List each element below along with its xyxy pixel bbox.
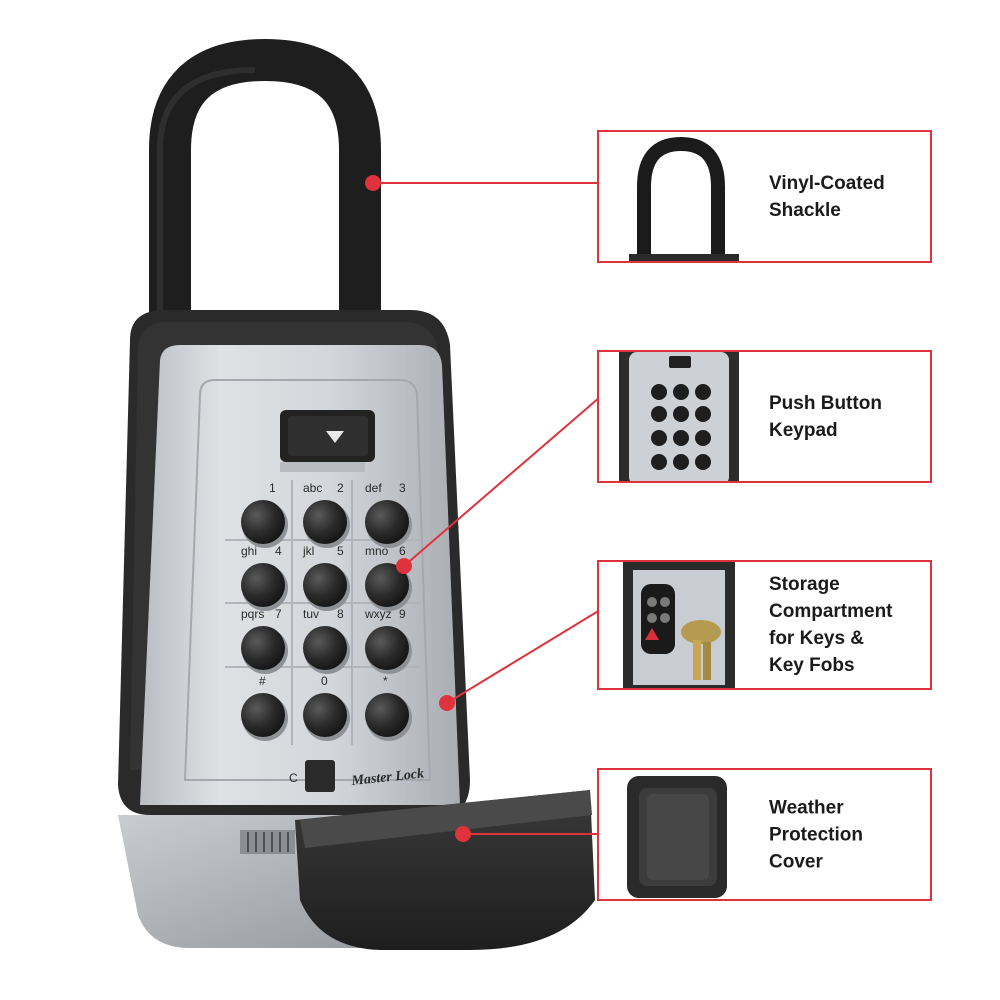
callout-cover-label: Weather Protection Cover xyxy=(769,797,863,872)
clear-button xyxy=(305,760,335,792)
arrow-down-icon xyxy=(326,431,344,443)
key-digit: # xyxy=(259,674,266,688)
keypad-key: abc 2 xyxy=(303,481,350,548)
key-digit: 9 xyxy=(399,607,406,621)
key-digit: 3 xyxy=(399,481,406,495)
key-letters: mno xyxy=(365,544,389,558)
callout-shackle: Vinyl-Coated Shackle xyxy=(597,130,932,263)
keypad-icon xyxy=(619,352,739,481)
callout-shackle-label: Vinyl-Coated Shackle xyxy=(769,172,885,221)
key-letters: abc xyxy=(303,481,322,495)
callout-cover: Weather Protection Cover xyxy=(597,768,932,901)
key-letters: wxyz xyxy=(364,607,392,621)
shackle-icon xyxy=(619,132,739,261)
key-digit: 5 xyxy=(337,544,344,558)
callout-storage: Storage Compartment for Keys & Key Fobs xyxy=(597,560,932,690)
clear-label: C xyxy=(289,771,298,785)
key-button xyxy=(365,626,409,670)
keypad-key: 0 xyxy=(303,674,350,741)
shackle-marker xyxy=(365,175,381,191)
key-button xyxy=(303,500,347,544)
callout-storage-label: Storage Compartment for Keys & Key Fobs xyxy=(769,574,893,676)
storage-compartment-icon xyxy=(619,562,739,688)
keypad-key: wxyz 9 xyxy=(364,607,412,674)
key-digit: 7 xyxy=(275,607,282,621)
shackle xyxy=(149,38,381,330)
weather-cover-icon xyxy=(619,770,739,899)
key-button xyxy=(303,563,347,607)
key-letters: jkl xyxy=(302,544,314,558)
key-digit: 6 xyxy=(399,544,406,558)
key-button xyxy=(241,500,285,544)
keypad-key: jkl 5 xyxy=(302,544,350,611)
key-letters: ghi xyxy=(241,544,257,558)
key-button xyxy=(303,693,347,737)
key-button xyxy=(365,563,409,607)
key-digit: 4 xyxy=(275,544,282,558)
key-letters: pqrs xyxy=(241,607,264,621)
key-letters: tuv xyxy=(303,607,319,621)
keypad-key: mno 6 xyxy=(365,544,412,611)
keypad-key: * xyxy=(365,674,412,741)
keypad-marker xyxy=(396,558,412,574)
callout-keypad-label: Push Button Keypad xyxy=(769,392,882,441)
key-button xyxy=(365,500,409,544)
keypad-key: def 3 xyxy=(365,481,412,548)
key-button xyxy=(241,563,285,607)
keypad-key: tuv 8 xyxy=(303,607,350,674)
keypad-buttons: 1 abc 2 def 3 ghi 4 jkl 5 mno 6 pqrs 7 tuv 8 wxyz 9 #0 * xyxy=(241,481,412,741)
keypad-face xyxy=(140,345,460,805)
keypad-key: pqrs 7 xyxy=(241,607,288,674)
key-letters: def xyxy=(365,481,382,495)
keypad-key: 1 xyxy=(241,481,288,548)
key-digit: 0 xyxy=(321,674,328,688)
key-button xyxy=(303,626,347,670)
key-digit: 2 xyxy=(337,481,344,495)
callout-keypad: Push Button Keypad xyxy=(597,350,932,483)
grip-ridges xyxy=(240,830,295,854)
key-digit: 8 xyxy=(337,607,344,621)
storage-marker xyxy=(439,695,455,711)
keypad-key: ghi 4 xyxy=(241,544,288,611)
key-button xyxy=(365,693,409,737)
key-button xyxy=(241,626,285,670)
key-digit: 1 xyxy=(269,481,276,495)
keypad-key: # xyxy=(241,674,288,741)
cover-marker xyxy=(455,826,471,842)
key-digit: * xyxy=(383,674,388,688)
key-button xyxy=(241,693,285,737)
